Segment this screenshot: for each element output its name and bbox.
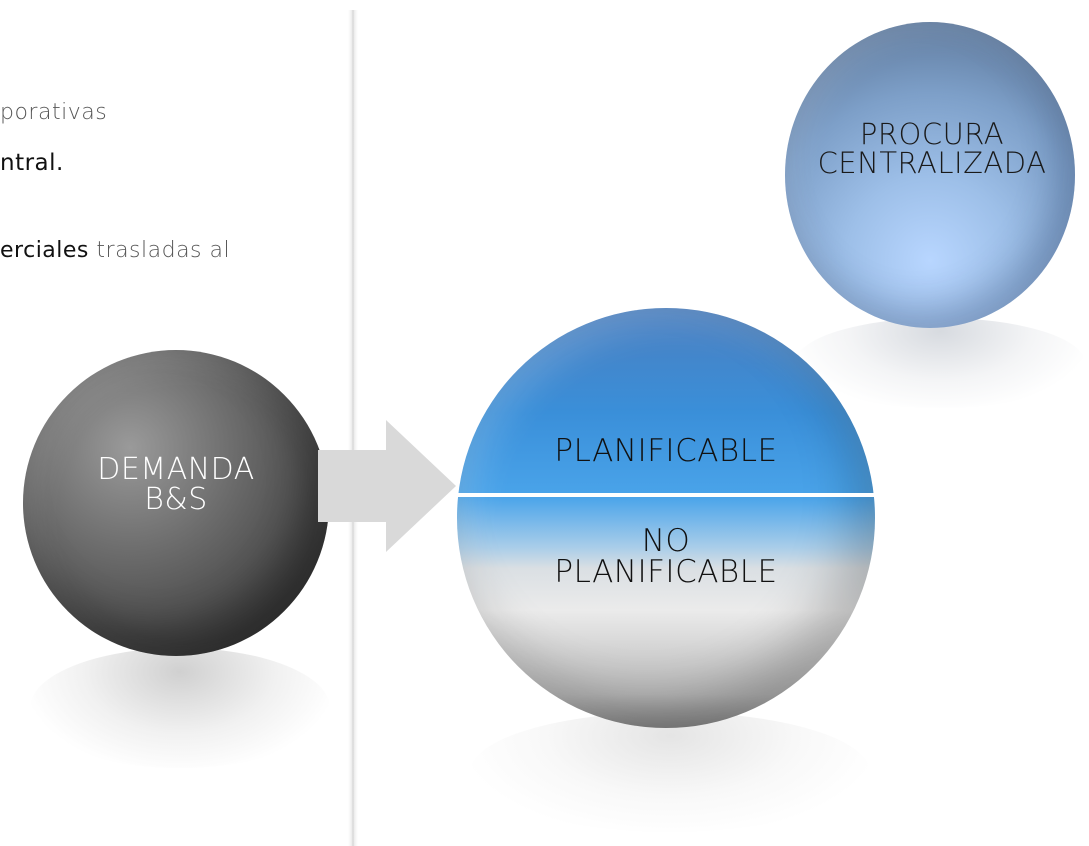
- no-planificable-line1: NO: [641, 523, 691, 559]
- procura-sphere: PROCURA CENTRALIZADA: [785, 22, 1075, 328]
- demanda-label: DEMANDA B&S: [23, 455, 329, 515]
- procura-label-line2: CENTRALIZADA: [817, 146, 1047, 180]
- vertical-divider: [348, 10, 358, 846]
- text-line-3-bold-part: erciales: [0, 238, 89, 263]
- text-line-2-part: ntral.: [0, 150, 64, 176]
- text-line-1: porativas: [0, 100, 107, 125]
- procura-label: PROCURA CENTRALIZADA: [775, 120, 1089, 178]
- text-line-3: erciales trasladas al: [0, 238, 230, 263]
- text-line-2: ntral.: [0, 150, 64, 176]
- procura-reflection: [795, 318, 1085, 408]
- text-line-1-part: porativas: [0, 100, 108, 125]
- no-planificable-line2: PLANIFICABLE: [554, 554, 778, 590]
- procura-label-line1: PROCURA: [859, 117, 1005, 151]
- no-planificable-label: NO PLANIFICABLE: [457, 526, 875, 588]
- demanda-label-line2: B&S: [144, 482, 208, 517]
- split-divider-line: [457, 493, 875, 497]
- planificable-sphere: PLANIFICABLE NO PLANIFICABLE: [457, 308, 875, 728]
- demanda-reflection: [30, 648, 330, 768]
- demanda-sphere: DEMANDA B&S: [23, 350, 329, 656]
- text-line-3-part: trasladas al: [88, 238, 231, 263]
- planificable-label: PLANIFICABLE: [554, 433, 778, 469]
- right-arrow-icon: [318, 420, 456, 552]
- split-reflection: [470, 712, 870, 832]
- demanda-label-line1: DEMANDA: [97, 452, 255, 487]
